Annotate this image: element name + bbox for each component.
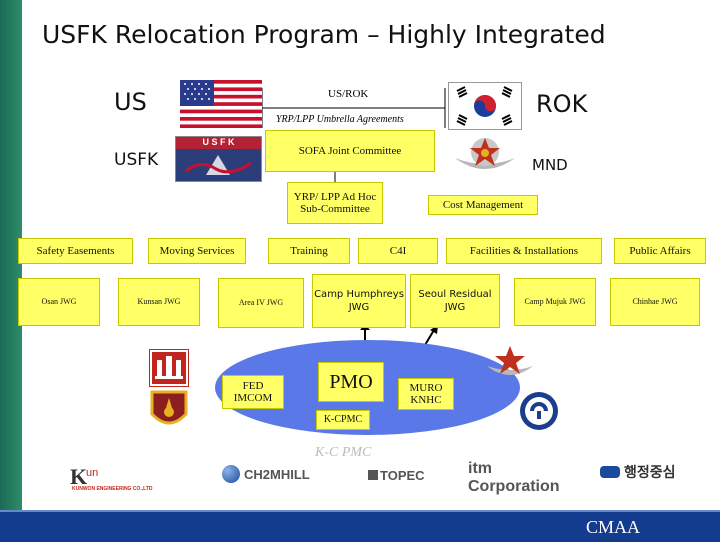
itm-logo: itm Corporation: [468, 460, 560, 495]
rok-label: ROK: [536, 90, 588, 118]
us-rok-label: US/ROK: [328, 88, 369, 100]
korean-army-emblem-icon: [485, 342, 535, 382]
cost-management-box: Cost Management: [428, 195, 538, 215]
area-iv-jwg-box: Area IV JWG: [218, 278, 304, 328]
chinhae-jwg-box: Chinhae JWG: [610, 278, 700, 326]
moving-services-box: Moving Services: [148, 238, 246, 264]
us-flag-icon: [180, 80, 262, 128]
svg-text:K: K: [70, 464, 87, 489]
c4i-box: C4I: [358, 238, 438, 264]
public-affairs-box: Public Affairs: [614, 238, 706, 264]
sofa-joint-committee-box: SOFA Joint Committee: [265, 130, 435, 172]
company-mark-icon: [600, 466, 620, 478]
usfk-badge-icon: U S F K: [175, 136, 262, 182]
mnd-label: MND: [532, 156, 568, 174]
fed-imcom-box: FED IMCOM: [222, 375, 284, 409]
muro-knhc-box: MURO KNHC: [398, 378, 454, 410]
globe-icon: [222, 465, 240, 483]
facilities-installations-box: Facilities & Installations: [446, 238, 602, 264]
training-box: Training: [268, 238, 350, 264]
svg-text:un: un: [86, 467, 98, 479]
umbrella-agreements-label: YRP/LPP Umbrella Agreements: [276, 114, 404, 125]
topec-mark-icon: [368, 470, 378, 480]
ch2mhill-logo: CH2MHILL: [222, 463, 322, 487]
k-cpmc-box: K-CPMC: [316, 410, 370, 430]
usfk-label: USFK: [114, 150, 159, 170]
knhc-emblem-icon: [518, 390, 560, 432]
pmo-box: PMO: [318, 362, 384, 402]
adhoc-subcommittee-box: YRP/ LPP Ad Hoc Sub-Committee: [287, 182, 383, 224]
us-label: US: [114, 88, 147, 116]
topec-logo: TOPEC: [368, 468, 448, 490]
footer-bar: [0, 510, 720, 542]
osan-jwg-box: Osan JWG: [18, 278, 100, 326]
imcom-emblem-icon: [148, 388, 190, 432]
k-cpmc-watermark: K-C PMC: [315, 445, 372, 460]
left-accent-bar: [0, 0, 22, 540]
hangul-company-logo: 행정중심: [600, 460, 680, 494]
camp-mujuk-jwg-box: Camp Mujuk JWG: [514, 278, 596, 326]
mnd-emblem-icon: [450, 130, 520, 182]
camp-humphreys-jwg-box: Camp Humphreys JWG: [312, 274, 406, 328]
cmaa-label: CMAA: [585, 517, 640, 537]
seoul-residual-jwg-box: Seoul Residual JWG: [410, 274, 500, 328]
safety-easements-box: Safety Easements: [18, 238, 133, 264]
korea-flag-icon: [448, 82, 522, 130]
kunsan-jwg-box: Kunsan JWG: [118, 278, 200, 326]
army-corps-engineers-icon: [149, 349, 189, 387]
page-title: USFK Relocation Program – Highly Integra…: [42, 20, 606, 49]
